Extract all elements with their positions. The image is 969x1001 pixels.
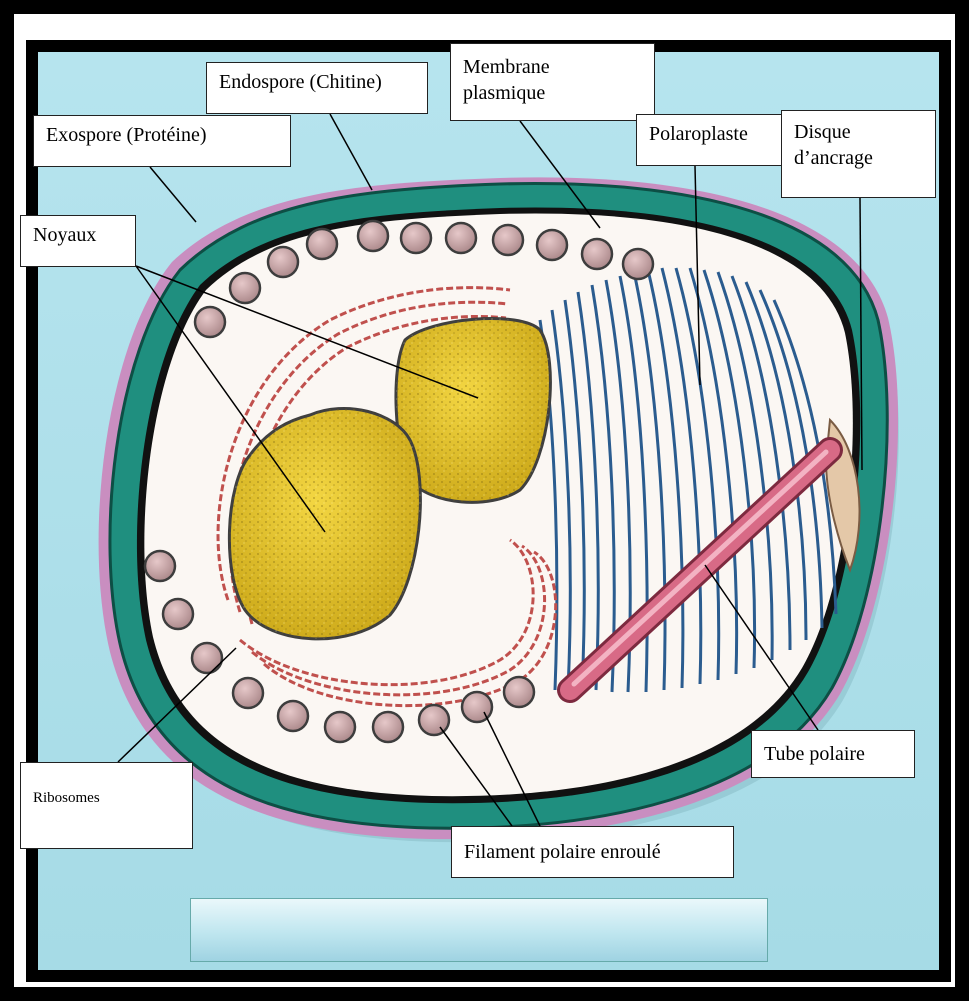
label-membrane-line2: plasmique (463, 80, 642, 106)
label-ribosomes: Ribosomes (20, 762, 193, 849)
label-disque-ancrage: Disque d’ancrage (781, 110, 936, 198)
label-disque-line1: Disque (794, 119, 923, 145)
label-membrane-line1: Membrane (463, 54, 642, 80)
label-endospore: Endospore (Chitine) (206, 62, 428, 114)
label-polaroplaste: Polaroplaste (636, 114, 782, 166)
label-filament-polaire: Filament polaire enroulé (451, 826, 734, 878)
label-disque-line2: d’ancrage (794, 145, 923, 171)
label-exospore: Exospore (Protéine) (33, 115, 291, 167)
label-tube-polaire: Tube polaire (751, 730, 915, 778)
label-noyaux: Noyaux (20, 215, 136, 267)
caption-bar (190, 898, 768, 962)
label-membrane-plasmique: Membrane plasmique (450, 43, 655, 121)
